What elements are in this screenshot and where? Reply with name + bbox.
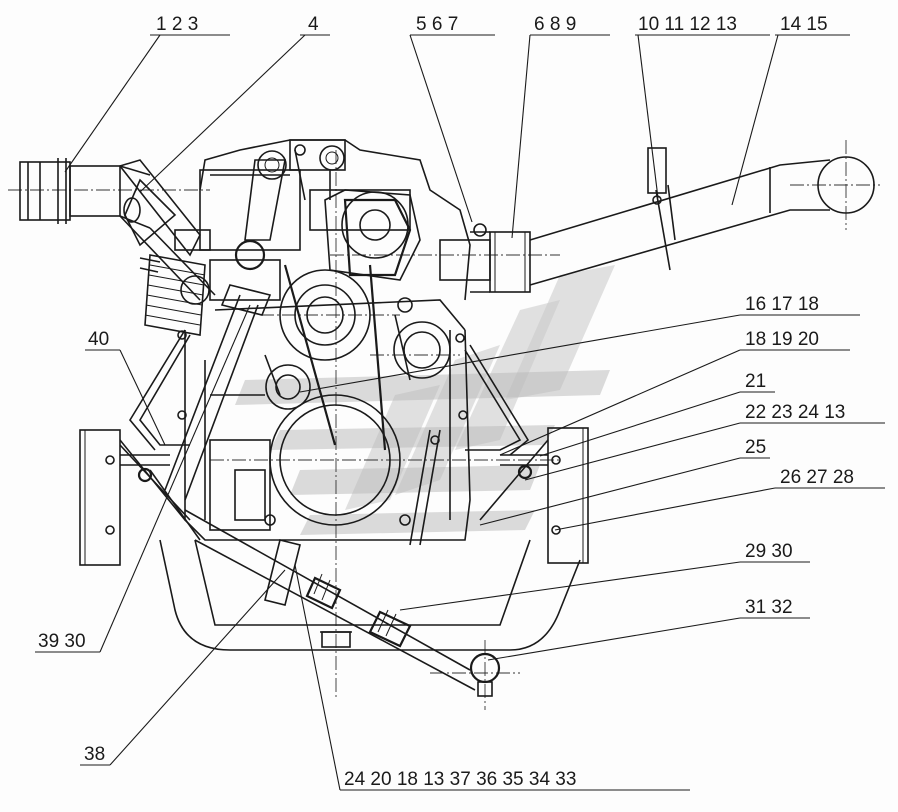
right-exhaust-pipe [470, 147, 875, 293]
callout-5-6-7: 5 6 7 [416, 14, 458, 35]
callout-22-23-24-13: 22 23 24 13 [745, 402, 845, 423]
callout-14-15: 14 15 [780, 14, 828, 35]
callout-6-8-9: 6 8 9 [534, 14, 576, 35]
oil-sump [159, 539, 581, 651]
leader-lines [35, 34, 885, 791]
callout-1-2-3: 1 2 3 [156, 14, 198, 35]
cam-pulley [324, 189, 491, 281]
callout-29-30: 29 30 [745, 541, 793, 562]
callout-38: 38 [84, 744, 105, 765]
callout-40: 40 [88, 329, 109, 350]
callout-31-32: 31 32 [745, 597, 793, 618]
callout-39-30: 39 30 [38, 631, 86, 652]
engine-top [174, 139, 471, 305]
callout-25: 25 [745, 437, 766, 458]
left-mount-bracket [79, 329, 191, 566]
left-diagonal-pipe [164, 284, 272, 501]
callout-21: 21 [745, 371, 766, 392]
right-mount-bracket [464, 344, 589, 564]
center-lines [8, 140, 880, 710]
engine-block [177, 264, 471, 546]
lower-exhaust-pipe [119, 444, 501, 697]
callout-24-20-18-13-37-36-35-34-33: 24 20 18 13 37 36 35 34 33 [344, 769, 576, 790]
callout-16-17-18: 16 17 18 [745, 294, 819, 315]
callout-18-19-20: 18 19 20 [745, 329, 819, 350]
watermark-logo [235, 265, 615, 535]
callout-26-27-28: 26 27 28 [780, 467, 854, 488]
callout-10-11-12-13: 10 11 12 13 [638, 14, 737, 35]
callout-4: 4 [308, 14, 319, 35]
finned-block [139, 254, 206, 336]
